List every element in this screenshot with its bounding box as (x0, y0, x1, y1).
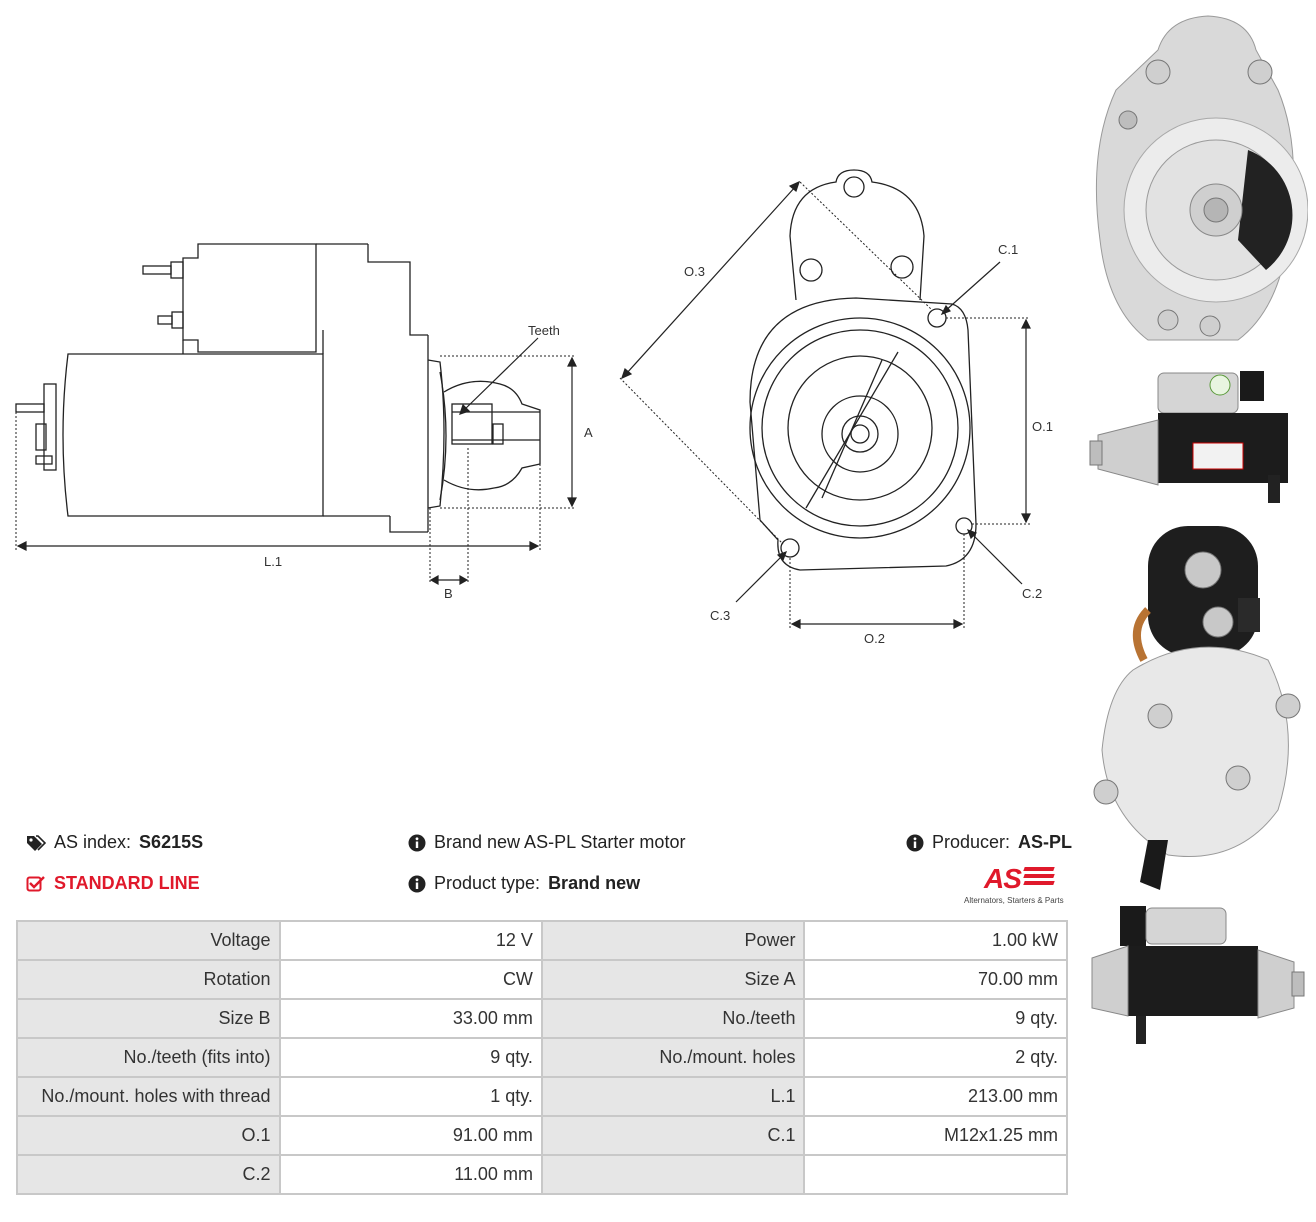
spec-value: CW (278, 959, 543, 1000)
spec-key: C.1 (540, 1115, 806, 1156)
spec-key: Voltage (16, 920, 281, 961)
description: Brand new AS-PL Starter motor (408, 832, 685, 853)
producer-label: Producer: (932, 832, 1011, 852)
spec-key: L.1 (540, 1076, 806, 1117)
spec-table: Voltage 12 V Power 1.00 kW Rotation CW S… (16, 920, 1068, 1195)
spec-key: No./teeth (fits into) (16, 1037, 281, 1078)
spec-value: 11.00 mm (278, 1154, 543, 1195)
checkbox-icon (26, 875, 46, 893)
spec-value: 91.00 mm (278, 1115, 543, 1156)
as-index: AS index: S6215S (26, 832, 203, 853)
producer: Producer: AS-PL (906, 832, 1072, 853)
as-index-label: AS index: (54, 832, 132, 852)
producer-value: AS-PL (1018, 832, 1073, 852)
spec-value: 9 qty. (278, 1037, 543, 1078)
teeth-label: Teeth (528, 323, 560, 338)
dimension-a-label: A (584, 425, 593, 440)
dimension-o1-label: O.1 (1032, 419, 1053, 434)
product-photo-side[interactable] (1088, 365, 1308, 510)
dimension-b-label: B (444, 586, 453, 601)
front-view-drawing: O.3 C.1 O.1 C.2 C.3 O.2 (619, 169, 1053, 646)
dimension-l1-label: L.1 (264, 554, 282, 569)
as-index-value: S6215S (139, 832, 204, 852)
logo-stripes (1023, 867, 1055, 891)
dimension-o2-label: O.2 (864, 631, 885, 646)
as-pl-logo: AS Alternators, Starters & Parts (962, 864, 1070, 908)
product-photo-rear[interactable] (1088, 520, 1308, 895)
dimension-c3-label: C.3 (710, 608, 730, 623)
standard-line-label: STANDARD LINE (54, 873, 200, 893)
spec-value: 9 qty. (803, 998, 1068, 1039)
spec-value: 213.00 mm (803, 1076, 1068, 1117)
spec-key (540, 1154, 806, 1195)
table-row: No./mount. holes with thread 1 qty. L.1 … (16, 1076, 1068, 1117)
tags-icon (26, 834, 46, 852)
spec-key: Size B (16, 998, 281, 1039)
spec-key: O.1 (16, 1115, 281, 1156)
spec-value: 70.00 mm (803, 959, 1068, 1000)
spec-value (803, 1154, 1068, 1195)
table-row: O.1 91.00 mm C.1 M12x1.25 mm (16, 1115, 1068, 1156)
table-row: Voltage 12 V Power 1.00 kW (16, 920, 1068, 961)
description-text: Brand new AS-PL Starter motor (434, 832, 686, 852)
product-type: Product type: Brand new (408, 873, 640, 894)
info-icon (408, 875, 426, 893)
spec-value: 12 V (278, 920, 543, 961)
info-icon (906, 834, 924, 852)
logo-tagline: Alternators, Starters & Parts (964, 896, 1064, 905)
spec-key: No./teeth (540, 998, 806, 1039)
table-row: C.2 11.00 mm (16, 1154, 1068, 1195)
spec-key: No./mount. holes (540, 1037, 806, 1078)
spec-value: M12x1.25 mm (803, 1115, 1068, 1156)
spec-value: 1 qty. (278, 1076, 543, 1117)
spec-key: Rotation (16, 959, 281, 1000)
side-view-drawing: Teeth A L.1 B (15, 243, 593, 601)
table-row: Size B 33.00 mm No./teeth 9 qty. (16, 998, 1068, 1039)
spec-value: 2 qty. (803, 1037, 1068, 1078)
spec-key: Size A (540, 959, 806, 1000)
product-photo-top[interactable] (1088, 898, 1308, 1058)
spec-key: No./mount. holes with thread (16, 1076, 281, 1117)
info-icon (408, 834, 426, 852)
spec-key: C.2 (16, 1154, 281, 1195)
table-row: No./teeth (fits into) 9 qty. No./mount. … (16, 1037, 1068, 1078)
dimension-c1-label: C.1 (998, 242, 1018, 257)
spec-value: 33.00 mm (278, 998, 543, 1039)
spec-key: Power (540, 920, 806, 961)
product-type-label: Product type: (434, 873, 541, 893)
dimension-c2-label: C.2 (1022, 586, 1042, 601)
logo-text: AS (984, 863, 1022, 894)
table-row: Rotation CW Size A 70.00 mm (16, 959, 1068, 1000)
product-type-value: Brand new (548, 873, 641, 893)
product-photo-front[interactable] (1088, 10, 1308, 370)
standard-line: STANDARD LINE (26, 873, 200, 894)
spec-value: 1.00 kW (803, 920, 1068, 961)
dimension-o3-label: O.3 (684, 264, 705, 279)
